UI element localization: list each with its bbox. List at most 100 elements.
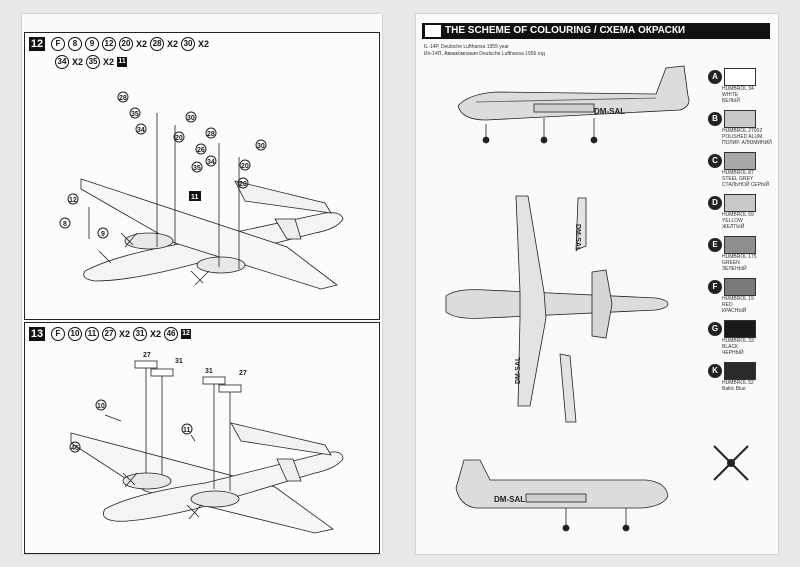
side-view-left: DM-SAL bbox=[457, 65, 690, 144]
registration-top-view: DM-SAL bbox=[515, 356, 522, 384]
swatch-label-line: HUMBROL 175 bbox=[722, 254, 757, 260]
caption-english: IL-14P, Deutsche Lufthansa 1955 year bbox=[424, 44, 509, 50]
callout: 20 bbox=[175, 135, 183, 142]
swatch-label-line: WHITE bbox=[722, 92, 739, 98]
swatch-badge: C bbox=[708, 154, 722, 168]
quantity: X2 bbox=[103, 57, 115, 67]
registration-wing-underside: DM-SAL bbox=[574, 224, 581, 252]
swatch-label-line: HUMBROL 34 bbox=[722, 86, 754, 92]
part-12: 12 bbox=[102, 37, 116, 51]
decal-11: 11 bbox=[117, 57, 128, 67]
callout: 27 bbox=[239, 370, 247, 377]
registration-side-bottom: DM-SAL bbox=[494, 495, 525, 504]
swatch-label-line: RED bbox=[722, 302, 733, 308]
swatch-label-line: ЖЕЛТЫЙ bbox=[722, 224, 745, 230]
part-46: 46 bbox=[164, 327, 179, 341]
step-12-parts-row: F 8 9 12 20 X2 28 X2 30 X2 bbox=[51, 37, 209, 51]
callout: 28 bbox=[119, 95, 127, 102]
swatch-label-line: ЧЕРНЫЙ bbox=[722, 350, 744, 356]
side-view-right: DM-SAL bbox=[455, 459, 669, 532]
top-view: DM-SAL DM-SAL bbox=[445, 195, 669, 423]
part-31: 31 bbox=[133, 327, 148, 341]
swatch-color-box bbox=[724, 110, 756, 128]
callout: 34 bbox=[207, 159, 215, 166]
step-12-assembly-drawing: 28 30 35 20 34 28 26 20 35 30 34 20 12 8… bbox=[59, 91, 344, 290]
part-27: 27 bbox=[102, 327, 116, 341]
registration-side-top: DM-SAL bbox=[594, 107, 625, 116]
swatch-label-line: Baltic Blue bbox=[722, 386, 746, 392]
propeller-diagram bbox=[713, 445, 749, 481]
swatch-label-line: HUMBROL 69 bbox=[722, 212, 754, 218]
callout: 12 bbox=[69, 197, 77, 204]
swatch-label-line: STEEL GREY bbox=[722, 176, 754, 182]
sprue-icon: F bbox=[51, 37, 65, 51]
swatch-label-line: GREEN bbox=[722, 260, 740, 266]
brand-logo-icon bbox=[425, 25, 441, 37]
callout: 34 bbox=[137, 127, 145, 134]
swatch-label-line: HUMBROL 33 bbox=[722, 338, 754, 344]
swatch-label-line: ПОЛИР. АЛЮМИНИЙ bbox=[722, 140, 772, 146]
swatch-label-line: POLISHED ALUM. bbox=[722, 134, 764, 140]
swatch-label-line: БЕЛЫЙ bbox=[722, 98, 740, 104]
swatch-color-box bbox=[724, 278, 756, 296]
part-20: 20 bbox=[119, 37, 133, 51]
quantity: X2 bbox=[136, 39, 148, 49]
step-13-parts-row: F 10 11 27 X2 31 X2 46 12 bbox=[51, 327, 192, 341]
swatch-label-line: HUMBROL 87 bbox=[722, 170, 754, 176]
header-title: THE SCHEME OF COLOURING / СХЕМА ОКРАСКИ bbox=[445, 25, 686, 36]
swatch-badge: E bbox=[708, 238, 722, 252]
step-13-assembly-drawing: 27 31 31 27 10 11 46 bbox=[69, 352, 344, 534]
part-30: 30 bbox=[181, 37, 196, 51]
callout: 27 bbox=[143, 352, 151, 359]
decal-12: 12 bbox=[181, 329, 192, 339]
swatch-label-line: СТАЛЬНОЙ СЕРЫЙ bbox=[722, 182, 770, 188]
quantity: X2 bbox=[150, 329, 162, 339]
callout: 11 bbox=[183, 427, 191, 434]
callout: 8 bbox=[63, 221, 67, 228]
callout: 20 bbox=[239, 181, 247, 188]
sprue-icon: F bbox=[51, 327, 65, 341]
callout: 31 bbox=[205, 368, 213, 375]
swatch-badge: B bbox=[708, 112, 722, 126]
step-12-panel: 12 F 8 9 12 20 X2 28 X2 30 X2 34 X2 35 X… bbox=[24, 32, 380, 320]
swatch-color-box bbox=[724, 68, 756, 86]
quantity: X2 bbox=[72, 57, 84, 67]
part-34: 34 bbox=[55, 55, 69, 69]
swatch-label-line: HUMBROL 52 bbox=[722, 380, 754, 386]
callout: 30 bbox=[187, 115, 195, 122]
callout: 28 bbox=[207, 131, 215, 138]
swatch-badge: D bbox=[708, 196, 722, 210]
quantity: X2 bbox=[167, 39, 179, 49]
swatch-label-line: HUMBROL 27002 bbox=[722, 128, 763, 134]
step-13-number: 13 bbox=[29, 327, 45, 341]
callout: 31 bbox=[175, 358, 183, 365]
part-28: 28 bbox=[150, 37, 165, 51]
callout: 35 bbox=[131, 111, 139, 118]
swatch-badge: F bbox=[708, 280, 722, 294]
swatch-color-box bbox=[724, 152, 756, 170]
swatch-label-line: BLACK bbox=[722, 344, 739, 350]
swatch-label-line: ЗЕЛЕНЫЙ bbox=[722, 266, 747, 272]
callout: 10 bbox=[97, 403, 105, 410]
part-9: 9 bbox=[85, 37, 99, 51]
right-colour-scheme-page: THE SCHEME OF COLOURING / СХЕМА ОКРАСКИ … bbox=[416, 14, 778, 554]
swatch-label-line: YELLOW bbox=[722, 218, 743, 224]
callout: 46 bbox=[71, 445, 79, 452]
colour-scheme-header: THE SCHEME OF COLOURING / СХЕМА ОКРАСКИ bbox=[422, 23, 770, 39]
step-12-number: 12 bbox=[29, 37, 45, 51]
part-35: 35 bbox=[86, 55, 101, 69]
swatch-badge: A bbox=[708, 70, 722, 84]
swatch-color-box bbox=[724, 320, 756, 338]
callout: 9 bbox=[101, 231, 105, 238]
callout: 30 bbox=[257, 143, 265, 150]
quantity: X2 bbox=[119, 329, 131, 339]
swatch-color-box bbox=[724, 362, 756, 380]
callout: 35 bbox=[193, 165, 201, 172]
